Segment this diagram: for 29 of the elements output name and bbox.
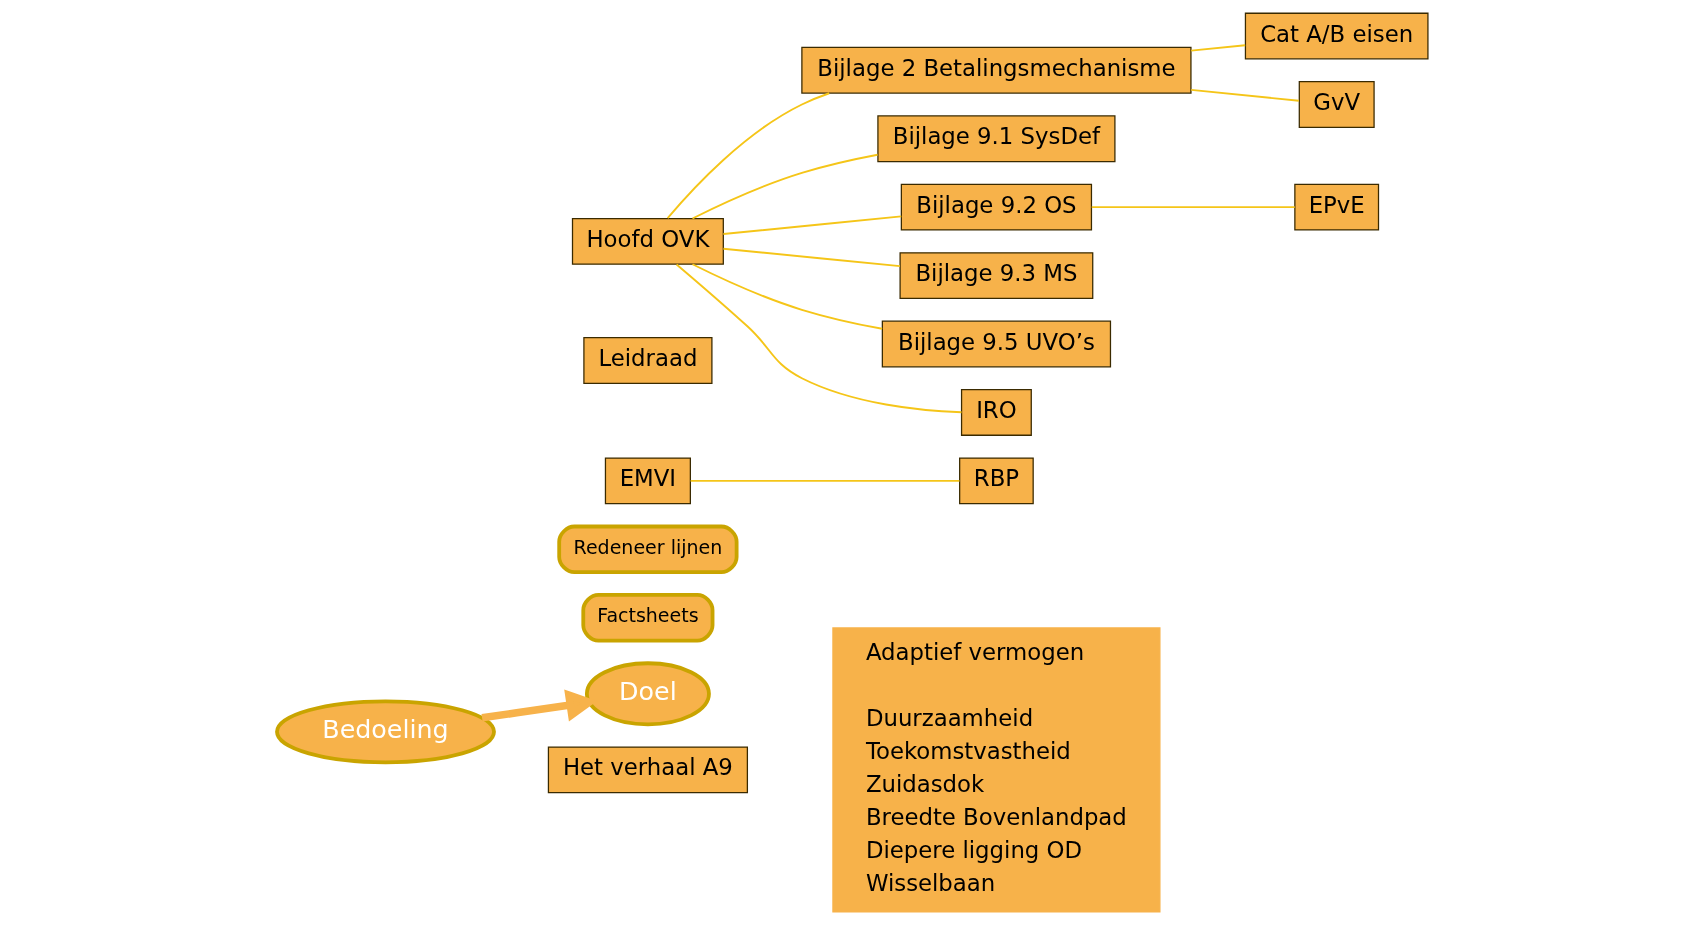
connector [722,247,901,268]
connector [1090,206,1296,209]
connector [666,92,831,220]
node-box: Bijlage 9.3 MS [899,252,1094,299]
node-box: Hoofd OVK [571,217,724,265]
node-box: Cat A/B eisen [1244,12,1429,60]
connector [1190,44,1247,52]
node-box: Bijlage 9.2 OS [900,183,1093,231]
node-box: Adaptief vermogen Duurzaamheid Toekomstvastheid Zuidasdok Breedte Bovenlandpad Diepere ligging OD Wisselbaan [832,627,1161,913]
node-box: EPvE [1294,183,1380,231]
node-box: Bijlage 2 Betalingsmechanisme [801,46,1192,94]
connector [691,153,879,220]
connector [722,215,903,235]
node-box: Factsheets [581,593,715,643]
node-ellipse: Doel [584,661,711,727]
node-box: IRO [960,389,1032,436]
connector [675,263,963,414]
node-box: Het verhaal A9 [547,746,749,794]
node-box: Bijlage 9.1 SysDef [877,115,1116,163]
connector [689,479,961,482]
node-box: GvV [1298,81,1375,128]
node-box: Leidraad [583,337,713,384]
node-box: Redeneer lijnen [557,524,739,574]
connector [691,263,884,330]
node-box: RBP [959,457,1034,505]
node-box: Bijlage 9.5 UVO’s [881,320,1112,368]
node-box: EMVI [604,457,691,505]
node-ellipse: Bedoeling [275,699,496,765]
connector [1190,88,1300,102]
